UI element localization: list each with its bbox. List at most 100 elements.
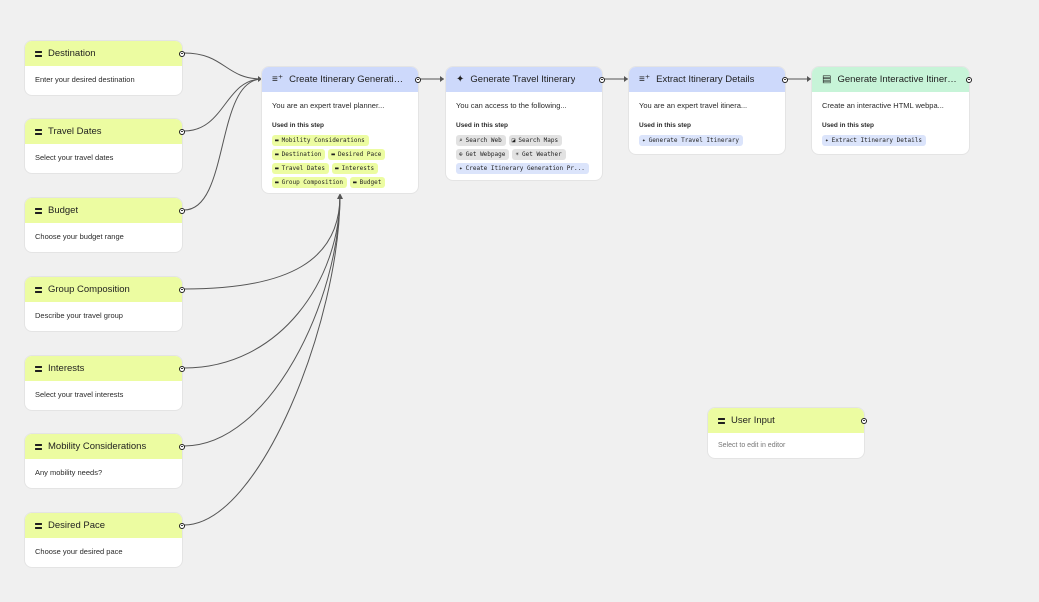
step-node-header: ▤ Generate Interactive Itinerary... [812,67,972,92]
chip-budget[interactable]: ▬Budget [350,177,386,188]
used-in-step-label: Used in this step [822,122,875,129]
input-node-user-input[interactable]: User Input Select to edit in editor [708,408,867,458]
input-icon: ▬ [275,151,279,158]
chip-mobility-considerations[interactable]: ▬Mobility Considerations [272,135,369,146]
output-port[interactable] [179,443,185,450]
wire-group-composition [183,194,341,290]
input-node-header: Group Composition [25,277,185,302]
output-port[interactable] [599,76,605,83]
chip-desired-pace[interactable]: ▬Desired Pace [328,149,386,160]
input-node-budget[interactable]: Budget Choose your budget range [25,198,185,252]
wire-mobility [183,194,341,447]
search-icon: ⌕ [459,137,463,144]
input-node-desc: Select to edit in editor [718,442,786,449]
input-node-title: Destination [48,48,96,59]
output-port[interactable] [782,76,788,83]
input-icon: ▬ [275,165,279,172]
wire-travel-dates [183,78,263,132]
chip-interests[interactable]: ▬Interests [331,163,379,174]
input-icon: ▬ [353,179,357,186]
input-node-title: Interests [48,363,85,374]
chip-get-webpage[interactable]: ⊕Get Webpage [456,149,510,160]
input-node-desc: Select your travel interests [35,390,124,399]
chip-extract-itinerary-details[interactable]: ✦Extract Itinerary Details [822,135,926,146]
input-icon [35,365,42,372]
input-icon: ▬ [275,179,279,186]
input-node-desc: Enter your desired destination [35,75,135,84]
input-icon [35,286,42,293]
input-node-desc: Choose your budget range [35,232,124,241]
globe-icon: ⊕ [459,151,463,158]
chip-search-maps[interactable]: ◪Search Maps [508,135,563,146]
input-icon: ▬ [334,165,339,172]
chip-destination[interactable]: ▬Destination [272,149,326,160]
input-node-desc: Choose your desired pace [35,547,123,556]
used-chips: ⌕Search Web ◪Search Maps ⊕Get Webpage ☀G… [456,135,592,174]
step-node-generate-interactive-itinerary[interactable]: ▤ Generate Interactive Itinerary... Crea… [812,67,972,154]
input-node-destination[interactable]: Destination Enter your desired destinati… [25,41,185,95]
input-node-header: Desired Pace [25,513,185,538]
web-page-icon: ▤ [822,73,832,85]
sparkle-icon: ✦ [642,137,646,144]
input-node-desc: Any mobility needs? [35,468,103,477]
input-icon: ▬ [275,137,279,144]
output-port[interactable] [966,76,972,83]
output-port[interactable] [179,207,185,214]
output-port[interactable] [179,522,185,529]
sparkle-icon: ✦ [825,137,829,144]
input-node-desired-pace[interactable]: Desired Pace Choose your desired pace [25,513,185,567]
step-node-header: ✦ Generate Travel Itinerary [446,67,605,92]
sparkle-icon: ✦ [456,73,465,85]
used-chips: ✦Extract Itinerary Details [822,135,959,146]
input-icon [35,443,42,450]
wire-budget [183,78,263,211]
step-node-extract-itinerary-details[interactable]: ≡⁺ Extract Itinerary Details You are an … [629,67,788,154]
output-port[interactable] [179,365,185,372]
input-node-header: Destination [25,41,185,66]
output-port[interactable] [179,128,185,135]
step-node-generate-travel-itinerary[interactable]: ✦ Generate Travel Itinerary You can acce… [446,67,605,180]
input-node-title: Budget [48,205,79,216]
output-port[interactable] [179,50,185,57]
input-node-title: Group Composition [48,284,130,295]
input-node-group-composition[interactable]: Group Composition Describe your travel g… [25,277,185,331]
step-node-header: ≡⁺ Extract Itinerary Details [629,67,788,92]
chip-generate-travel-itinerary[interactable]: ✦Generate Travel Itinerary [639,135,743,146]
input-node-travel-dates[interactable]: Travel Dates Select your travel dates [25,119,185,173]
input-icon [35,128,42,135]
output-port[interactable] [861,417,867,424]
chip-group-composition[interactable]: ▬Group Composition [272,177,348,188]
step-node-desc: You are an expert travel planner... [272,101,385,110]
input-icon [35,207,42,214]
input-node-interests[interactable]: Interests Select your travel interests [25,356,185,410]
chip-search-web[interactable]: ⌕Search Web [456,135,506,146]
input-node-desc: Describe your travel group [35,311,123,320]
used-in-step-label: Used in this step [639,122,692,129]
input-node-header: Interests [25,356,185,381]
text-sparkle-icon: ≡⁺ [272,73,284,85]
chip-create-itinerary-prompt[interactable]: ✦Create Itinerary Generation Pr... [456,163,589,174]
input-node-header: Travel Dates [25,119,185,144]
input-node-header: User Input [708,408,867,433]
input-icon [718,417,725,424]
input-icon [35,522,42,529]
input-node-desc: Select your travel dates [35,153,114,162]
chip-get-weather[interactable]: ☀Get Weather [512,149,566,160]
input-node-title: User Input [731,415,775,426]
step-node-title: Generate Travel Itinerary [470,74,576,85]
sun-icon: ☀ [515,151,519,158]
step-node-create-itinerary-prompt[interactable]: ≡⁺ Create Itinerary Generation P... You … [262,67,421,193]
step-node-title: Create Itinerary Generation P... [289,74,408,85]
input-icon: ▬ [331,151,335,158]
output-port[interactable] [179,286,185,293]
used-chips: ▬Mobility Considerations ▬Destination ▬D… [272,135,408,188]
input-node-title: Desired Pace [48,520,106,531]
step-node-title: Generate Interactive Itinerary... [837,74,959,85]
text-sparkle-icon: ≡⁺ [639,73,651,85]
step-node-desc: You can access to the following... [456,101,567,110]
used-in-step-label: Used in this step [456,122,509,129]
input-node-mobility-considerations[interactable]: Mobility Considerations Any mobility nee… [25,434,185,488]
chip-travel-dates[interactable]: ▬Travel Dates [272,163,329,174]
sparkle-icon: ✦ [459,165,463,172]
output-port[interactable] [415,76,421,83]
